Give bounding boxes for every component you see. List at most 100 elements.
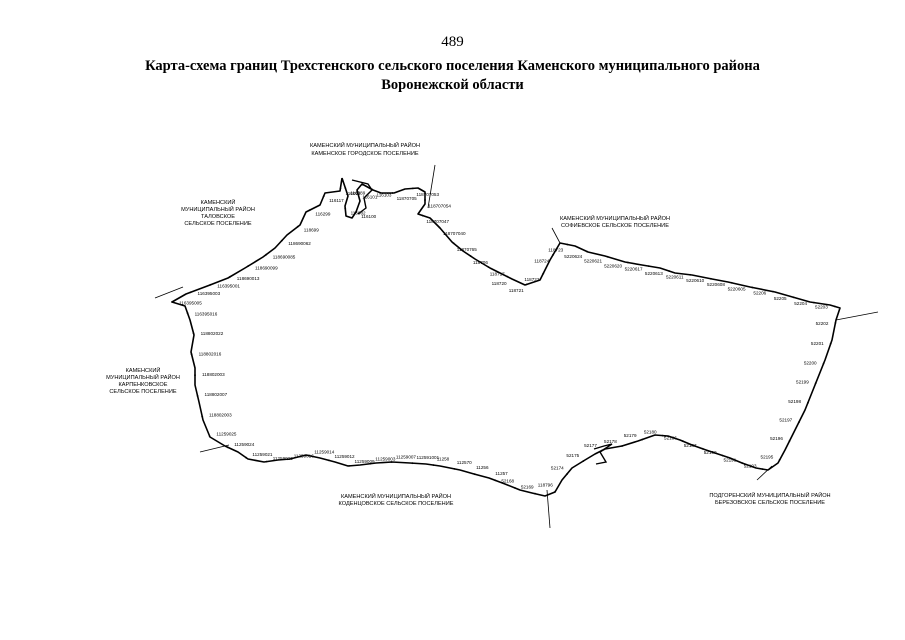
boundary-point-marker <box>265 253 267 256</box>
boundary-point-marker <box>432 464 435 466</box>
svg-text:КАРПЕНКОВСКОЕ: КАРПЕНКОВСКОЕ <box>119 382 168 388</box>
boundary-point-label: 112591001 <box>417 455 440 460</box>
boundary-point-marker <box>186 312 189 315</box>
boundary-point-label: 116395001 <box>217 284 240 289</box>
boundary-loop <box>593 443 613 465</box>
boundary-point-marker <box>586 250 588 253</box>
boundary-point-label: 52199 <box>796 380 809 385</box>
boundary-point-label: 11259024 <box>234 442 255 447</box>
boundary-point-label: 116100 <box>361 214 376 219</box>
boundary-point-label: 52200 <box>804 361 817 366</box>
boundary-point-marker <box>822 362 825 365</box>
page-title: Карта-схема границ Трехстенского сельско… <box>145 58 760 93</box>
boundary-point-marker <box>247 265 250 267</box>
boundary-point-label: 116117 <box>329 198 344 203</box>
svg-text:МУНИЦИПАЛЬНЫЙ РАЙОН: МУНИЦИПАЛЬНЫЙ РАЙОН <box>106 373 180 381</box>
boundary-point-label: 5220608 <box>707 282 725 287</box>
boundary-point-marker <box>788 440 791 442</box>
boundary-point-marker <box>814 382 817 385</box>
settlement-boundary <box>171 177 841 497</box>
boundary-point-marker <box>833 305 836 308</box>
boundary-point-marker <box>542 272 545 275</box>
boundary-point-label: 5220610 <box>686 278 704 283</box>
boundary-point-label: 5220611 <box>666 275 684 280</box>
boundary-point-marker <box>473 473 476 476</box>
boundary-point-marker <box>566 243 569 246</box>
boundary-point-marker <box>751 286 754 289</box>
boundary-point-marker <box>344 207 347 210</box>
boundary-point-marker <box>772 290 774 293</box>
area-label-west: КАМЕНСКИЙ МУНИЦИПАЛЬНЫЙ РАЙОН КАРПЕНКОВС… <box>106 366 180 395</box>
svg-text:КАМЕНСКИЙ: КАМЕНСКИЙ <box>201 198 236 206</box>
boundary-point-label: 118690013 <box>237 276 260 281</box>
boundary-point-label: 112570 <box>457 460 472 465</box>
boundary-point-label: 118802003 <box>202 372 225 377</box>
boundary-point-label: 118802016 <box>199 352 222 357</box>
boundary-point-marker <box>189 291 192 294</box>
area-label-south: КАМЕНСКИЙ МУНИЦИПАЛЬНЫЙ РАЙОН КОДЕНЦОВСК… <box>339 492 454 507</box>
boundary-point-marker <box>348 465 350 467</box>
boundary-point-label: 52177 <box>584 443 597 448</box>
boundary-point-marker <box>201 415 204 418</box>
boundary-point-label: 116299 <box>315 212 330 217</box>
svg-text:СЕЛЬСКОЕ ПОСЕЛЕНИЕ: СЕЛЬСКОЕ ПОСЕЛЕНИЕ <box>109 389 176 395</box>
boundary-point-label: 118802003 <box>209 412 232 417</box>
boundary-point-label: 118723 <box>548 248 563 253</box>
boundary-point-label: 52197 <box>779 418 792 423</box>
boundary-point-marker <box>582 460 585 462</box>
boundary-point-label: 11258 <box>437 456 450 461</box>
boundary-point-marker <box>192 332 195 335</box>
boundary-point-marker <box>356 191 359 193</box>
boundary-point-marker <box>741 462 744 465</box>
boundary-point-marker <box>412 187 414 190</box>
boundary-point-marker <box>229 275 231 278</box>
boundary-point-marker <box>438 226 441 229</box>
boundary-point-label: 52198 <box>788 399 801 404</box>
boundary-point-label: 11259020 <box>273 456 294 461</box>
boundary-point-label: 118721 <box>509 288 524 293</box>
boundary-point-label: 11259012 <box>335 454 356 459</box>
boundary-point-label: 52178 <box>604 439 617 444</box>
boundary-point-marker <box>194 374 196 376</box>
boundary-point-marker <box>566 473 568 476</box>
svg-text:СЕЛЬСКОЕ ПОСЕЛЕНИЕ: СЕЛЬСКОЕ ПОСЕЛЕНИЕ <box>184 221 251 227</box>
boundary-point-marker <box>280 239 283 242</box>
boundary-point-label: 52175 <box>566 453 579 458</box>
boundary-point-marker <box>494 479 496 482</box>
boundary-point-marker <box>307 454 310 457</box>
boundary-point-label: 5220617 <box>625 267 643 272</box>
boundary-point-marker <box>411 462 414 465</box>
boundary-point-label: 118722 <box>524 277 539 282</box>
boundary-point-marker <box>761 468 764 470</box>
page-number: 489 <box>441 34 464 50</box>
boundary-point-label: 11259009 <box>355 459 376 464</box>
boundary-point-label: 52202 <box>816 321 829 326</box>
boundary-point-label: 116395016 <box>195 311 218 316</box>
boundary-point-label: 5220620 <box>604 264 622 269</box>
boundary-point-marker <box>322 195 325 198</box>
boundary-point-marker <box>552 254 554 256</box>
boundary-point-marker <box>286 458 289 461</box>
boundary-point-marker <box>327 459 330 462</box>
boundary-point-marker <box>661 434 664 437</box>
boundary-point-label: 118707047 <box>426 219 449 224</box>
boundary-point-marker <box>778 458 781 461</box>
boundary-point-marker <box>344 187 347 189</box>
boundary-point-label: 52201 <box>811 341 824 346</box>
boundary-point-label: 118707054 <box>428 204 451 209</box>
boundary-point-label: 118706 <box>473 260 488 265</box>
boundary-point-label: 52186 <box>664 435 677 440</box>
boundary-point-marker <box>682 440 684 443</box>
boundary-point-label: 11870765 <box>457 247 478 252</box>
boundary-point-label: 116395005 <box>179 300 202 305</box>
boundary-point-marker <box>554 490 556 493</box>
boundary-point-label: 52168 <box>501 479 514 484</box>
svg-text:СОФИЕВСКОЕ СЕЛЬСКОЕ ПОСЕЛЕНИЕ: СОФИЕВСКОЕ СЕЛЬСКОЕ ПОСЕЛЕНИЕ <box>561 223 669 229</box>
boundary-point-label: 118690099 <box>255 266 278 271</box>
boundary-point-marker <box>190 353 193 356</box>
boundary-point-label: 118802007 <box>205 392 228 397</box>
boundary-point-marker <box>453 468 456 470</box>
boundary-point-label: 118690085 <box>273 255 296 260</box>
boundary-point-marker <box>390 461 393 463</box>
boundary-point-marker <box>710 277 712 280</box>
